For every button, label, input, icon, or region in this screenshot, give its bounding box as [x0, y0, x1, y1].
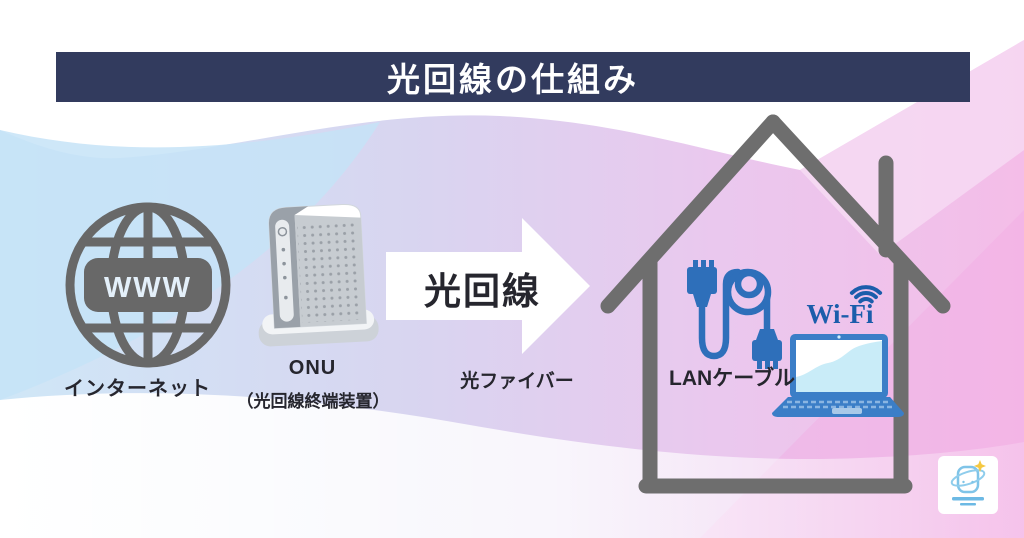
fiber-arrow: [386, 218, 590, 354]
wifi-label: Wi-Fi: [806, 299, 874, 329]
www-text: WWW: [104, 272, 192, 304]
lan-cable-icon: [687, 260, 782, 369]
brand-logo: [938, 456, 998, 514]
onu-device-icon: [258, 203, 379, 347]
fiber-arrow-label: 光回線: [424, 271, 541, 312]
house-icon: [600, 114, 951, 494]
title-banner: 光回線の仕組み: [56, 52, 970, 102]
onu-name-label: ONU: [288, 357, 337, 379]
page-title: 光回線の仕組み: [387, 61, 639, 98]
background-bottom-wave: [0, 393, 1024, 538]
laptop-icon: [772, 334, 904, 417]
wifi-signal-icon: [849, 285, 883, 304]
www-band: [84, 258, 212, 312]
lan-cable-label: LANケーブル: [669, 367, 795, 390]
fiber-cable-label: 光ファイバー: [460, 371, 574, 392]
internet-label: インターネット: [64, 378, 211, 400]
onu-description-label: （光回線終端装置）: [236, 392, 390, 411]
